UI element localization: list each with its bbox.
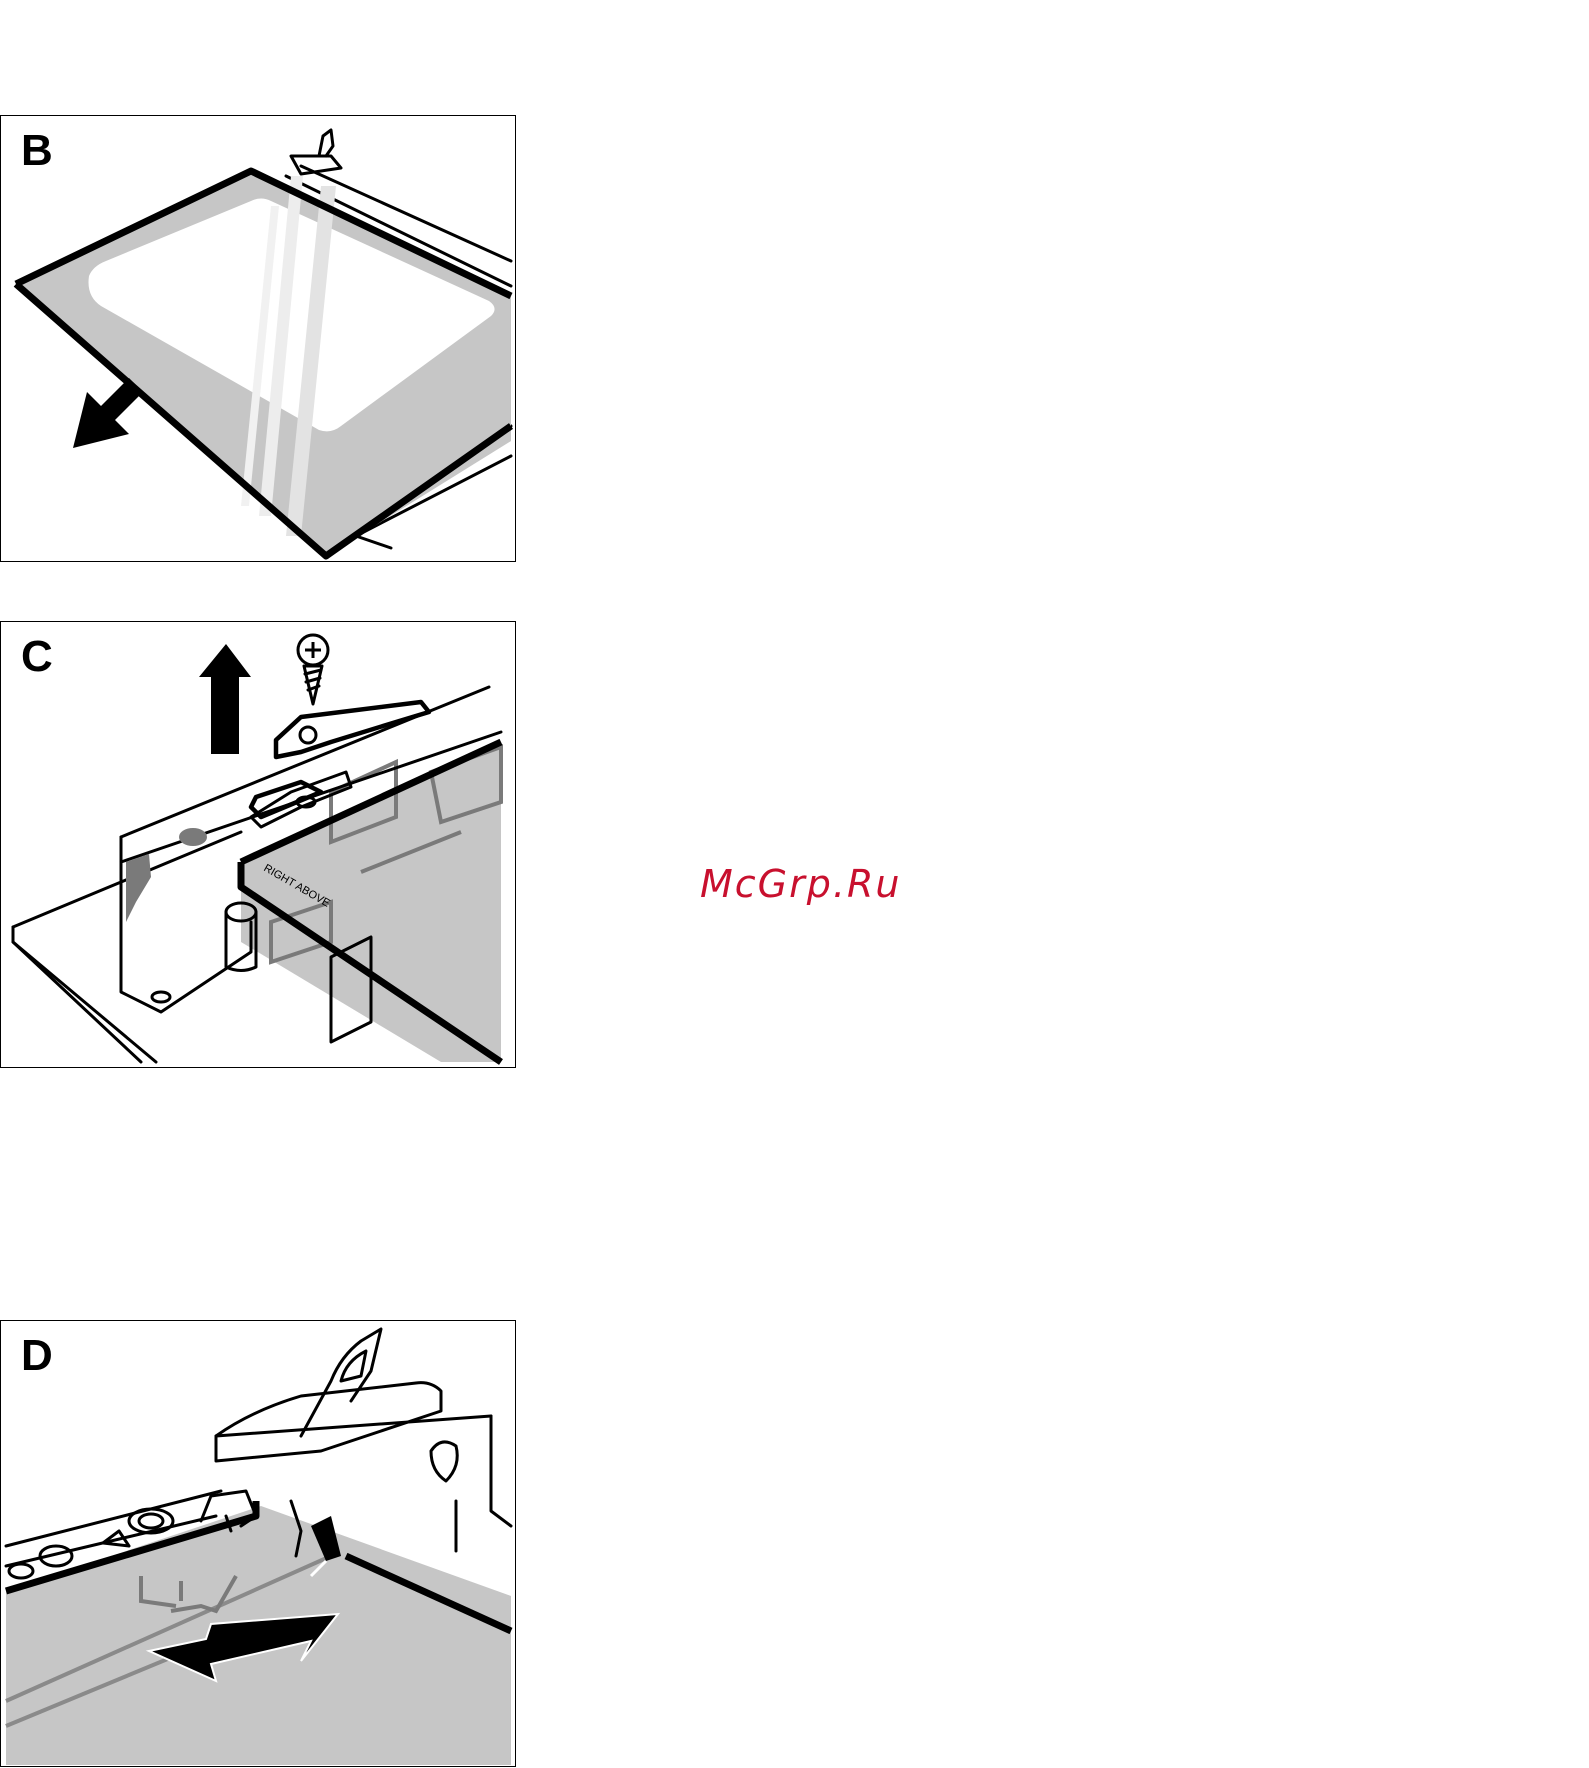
illustration-panel-b: B [0,115,516,562]
arrow-up-icon [199,644,251,754]
illustration-panel-d: D [0,1320,516,1767]
illustration-panel-c: C RIGHT ABOVE [0,621,516,1068]
screw-icon [298,635,328,704]
oven-door-glass-illustration [1,116,514,560]
panel-label-b: B [21,126,53,176]
watermark: McGrp.Ru [700,862,901,906]
hinge-bracket-illustration: RIGHT ABOVE [1,622,514,1066]
panel-label-d: D [21,1331,53,1381]
arrow-down-left-icon [73,378,149,448]
panel-label-c: C [21,632,53,682]
glass-reinsert-illustration [1,1321,514,1765]
